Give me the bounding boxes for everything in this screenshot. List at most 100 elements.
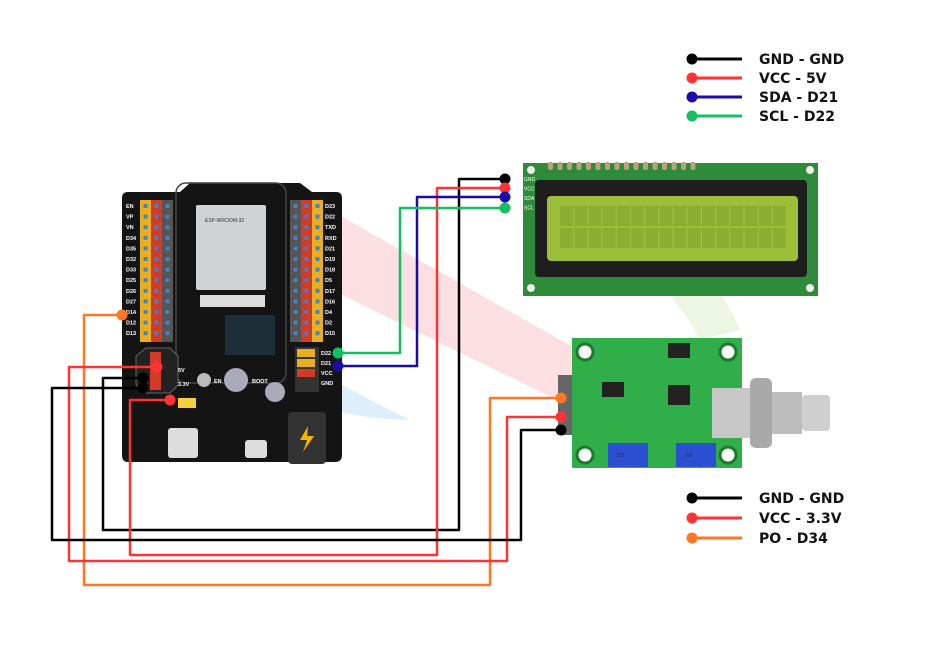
header-pin <box>165 225 170 230</box>
header-pin <box>165 288 170 293</box>
op-amp-chip <box>602 382 624 397</box>
wires <box>50 173 567 587</box>
header-pin <box>154 235 159 240</box>
wire-ph-vcc-end-dot <box>555 411 567 423</box>
wire-ph-po <box>82 313 561 587</box>
header-pin <box>143 288 148 293</box>
header-pin <box>304 310 309 314</box>
header-pin <box>315 235 320 240</box>
wire-lcd-gnd-end-dot <box>499 173 511 185</box>
header-pin <box>165 267 170 272</box>
lcd-char-cell <box>673 228 687 248</box>
boot-button-label: BOOT <box>252 379 269 385</box>
lcd-header-pin <box>614 162 620 170</box>
lcd-header-pin <box>662 162 667 170</box>
wire-lcd-sda-end-dot <box>499 191 511 203</box>
header-pin <box>293 246 298 251</box>
wire-lcd-sda-start-dot <box>332 360 344 372</box>
header-pin <box>154 288 159 293</box>
lcd-char-cell <box>687 206 701 226</box>
header-pin <box>315 214 320 219</box>
legend-label: SCL - D22 <box>759 109 835 125</box>
esp32-module <box>196 205 266 290</box>
pin-label-vp: VP <box>126 215 134 221</box>
header-pin <box>165 214 170 219</box>
header-pin <box>154 246 159 251</box>
wire-ph-po-start-dot <box>116 309 128 321</box>
header-pin <box>293 320 298 325</box>
power-pin-label: 3.3V <box>178 382 190 388</box>
legend-label: GND - GND <box>759 491 844 507</box>
pin-label-d33: D33 <box>126 268 136 274</box>
header-pin <box>165 331 170 336</box>
lcd-char-cell <box>716 206 730 226</box>
header-pin <box>293 204 298 208</box>
wire-lcd-scl-start-dot <box>332 347 344 359</box>
header-pin <box>315 320 320 325</box>
lcd-char-cell <box>716 228 730 248</box>
header-pin <box>143 257 148 261</box>
header-pin <box>165 320 170 325</box>
lcd-char-cell <box>730 206 744 226</box>
lcd-char-cell <box>574 228 588 248</box>
header-pin <box>315 204 320 208</box>
header-pin <box>293 331 298 336</box>
pin-label-vn: VN <box>126 225 134 231</box>
lightning-icon <box>300 426 314 452</box>
pin-label-d13: D13 <box>126 331 136 337</box>
header-pin <box>304 267 309 272</box>
lcd-header-pin <box>605 162 610 170</box>
header-pin <box>293 310 298 314</box>
lcd-char-cell <box>687 228 701 248</box>
header-pin <box>143 225 148 230</box>
header-pin <box>304 320 309 325</box>
wire-lcd-vcc-end-dot <box>499 182 511 194</box>
i2c-pin-label-d22: D22 <box>321 351 331 357</box>
header-pin <box>143 267 148 272</box>
potentiometer <box>676 443 716 467</box>
header-pin <box>304 278 309 283</box>
lcd-char-cell <box>616 206 630 226</box>
en-button-label: EN <box>214 379 222 385</box>
header-pin <box>315 299 320 304</box>
module-label: ESP-WROOM-32 <box>205 218 244 224</box>
header-pin <box>143 204 148 208</box>
header-pin <box>293 225 298 230</box>
lcd-char-cell <box>588 206 602 226</box>
lcd-header-pin <box>690 162 696 170</box>
i2c-pin-label-gnd: GND <box>321 381 333 387</box>
lcd-char-cell <box>673 206 687 226</box>
lcd-char-cell <box>645 206 659 226</box>
header-pin <box>293 299 298 304</box>
wire-lcd-gnd <box>101 177 505 532</box>
legend-label: SDA - D21 <box>759 90 838 106</box>
header-pin <box>154 214 159 219</box>
header-pin <box>154 225 159 230</box>
pin-label-d19: D19 <box>325 257 335 263</box>
header-pin <box>165 257 170 261</box>
usb-c-port <box>168 428 198 458</box>
pin-label-d12: D12 <box>126 321 136 327</box>
header-pin <box>315 225 320 230</box>
header-pin <box>304 257 309 261</box>
header-pin <box>293 257 298 261</box>
lcd-char-cell <box>773 206 786 226</box>
lcd-header-pin <box>643 162 648 170</box>
pin-label-d23: D23 <box>325 204 335 210</box>
header-pin <box>315 257 320 261</box>
lcd-char-cell <box>602 228 616 248</box>
wire-ph-vcc <box>67 365 561 563</box>
header-pin <box>143 331 148 336</box>
header-pin <box>143 214 148 219</box>
lcd-header-pin <box>624 162 629 170</box>
legend-label: PO - D34 <box>759 531 828 547</box>
pin-label-rxd: RXD <box>325 236 337 242</box>
header-pin <box>143 246 148 251</box>
wire-lcd-scl <box>338 206 505 355</box>
pin-label-d21: D21 <box>325 246 335 252</box>
header-pin <box>304 235 309 240</box>
en-button[interactable] <box>197 373 211 387</box>
